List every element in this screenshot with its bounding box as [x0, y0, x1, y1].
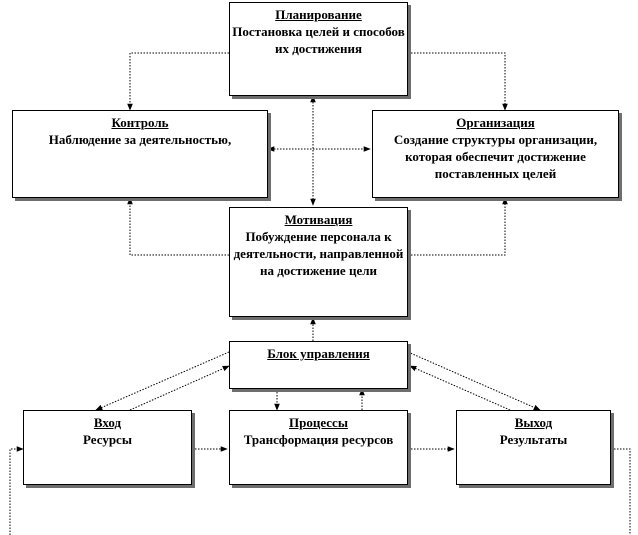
processes-desc: Трансформация ресурсов — [243, 432, 394, 447]
control-block: Контроль Наблюдение за деятельностью, — [12, 110, 268, 198]
arrow-external-to-input — [9, 446, 24, 535]
motivation-desc: Побуждение персонала к деятельности, нап… — [233, 229, 404, 278]
control-title: Контроль — [111, 115, 169, 130]
organization-title: Организация — [456, 115, 535, 130]
arrow-input-to-management — [129, 365, 230, 411]
input-desc: Ресурсы — [83, 432, 132, 447]
planning-title: Планирование — [275, 7, 362, 22]
arrow-management-to-output — [407, 351, 541, 411]
arrow-motivation-to-control — [127, 197, 229, 256]
line-output-exit — [611, 448, 631, 535]
management-block: Блок управления — [229, 341, 408, 389]
arrow-planning-to-organization — [408, 52, 508, 111]
input-title: Вход — [93, 415, 122, 430]
input-block: Вход Ресурсы — [23, 410, 192, 485]
management-title: Блок управления — [267, 346, 370, 361]
arrow-management-to-input — [95, 351, 230, 411]
arrow-planning-to-control — [127, 52, 229, 111]
motivation-title: Мотивация — [284, 212, 353, 227]
planning-desc: Постановка целей и способов их достижени… — [232, 24, 405, 56]
processes-title: Процессы — [289, 415, 348, 430]
output-title: Выход — [514, 415, 553, 430]
control-desc: Наблюдение за деятельностью, — [48, 132, 232, 147]
arrow-output-to-management — [409, 365, 511, 411]
organization-block: Организация Создание структуры организац… — [372, 110, 619, 198]
planning-block: Планирование Постановка целей и способов… — [229, 2, 408, 96]
output-desc: Результаты — [499, 432, 568, 447]
output-block: Выход Результаты — [456, 410, 611, 485]
arrow-motivation-to-organization — [408, 197, 508, 256]
organization-desc: Создание структуры организации, которая … — [393, 132, 598, 181]
processes-block: Процессы Трансформация ресурсов — [229, 410, 408, 485]
motivation-block: Мотивация Побуждение персонала к деятель… — [229, 207, 408, 317]
